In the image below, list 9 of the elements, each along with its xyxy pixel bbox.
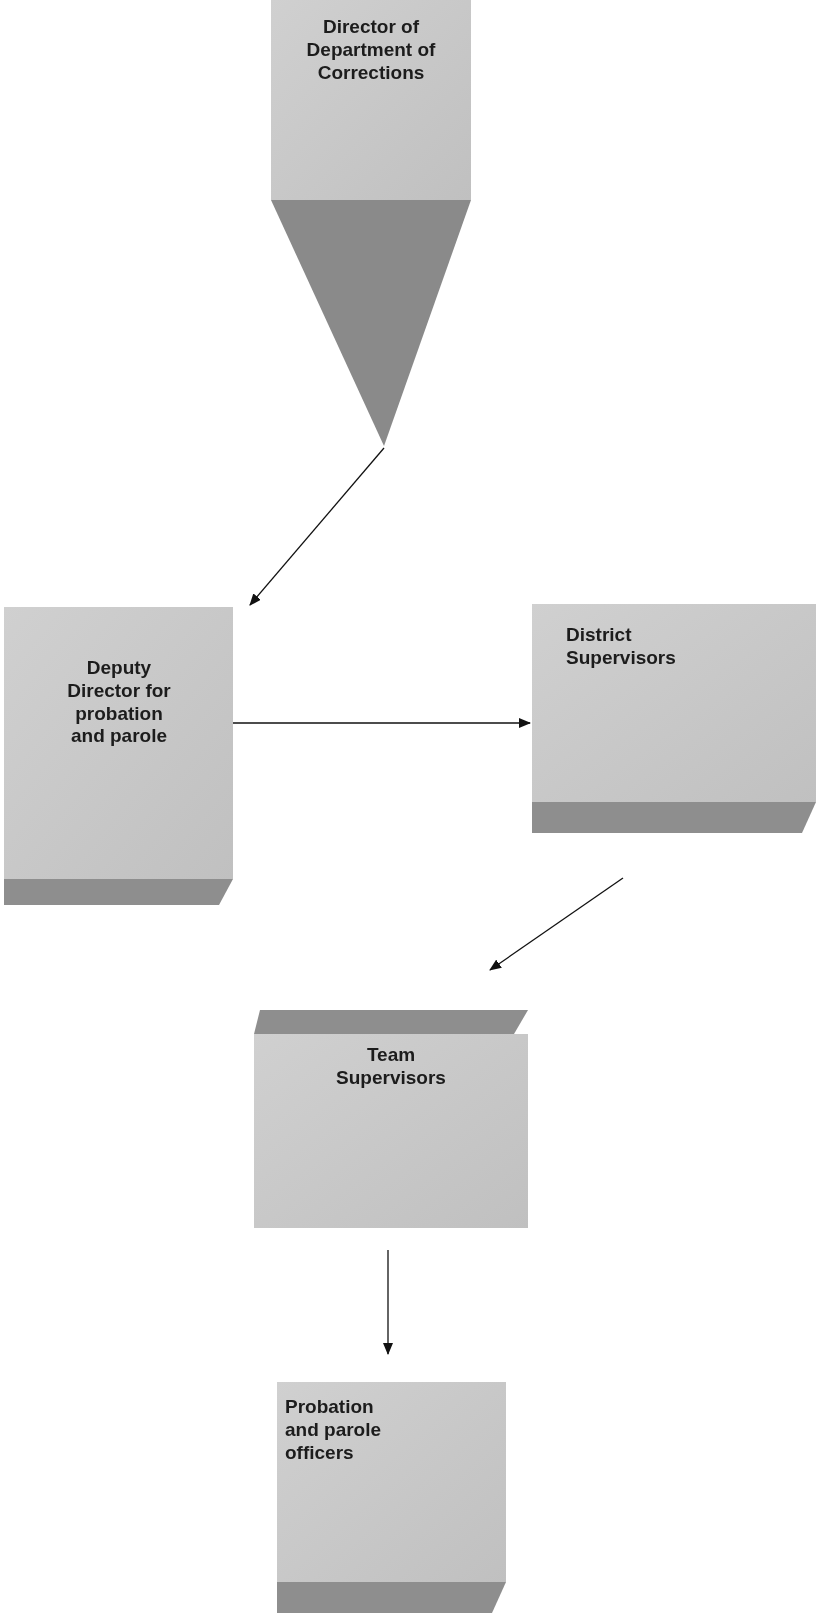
arrow	[249, 447, 385, 606]
node-label: Probation and parole officers	[285, 1396, 383, 1465]
node-label: Team Supervisors	[335, 1044, 447, 1090]
arrow	[489, 877, 624, 971]
node-label: District Supervisors	[566, 624, 677, 670]
node-label: Director of Department of Corrections	[305, 16, 437, 85]
node-label: Deputy Director for probation and parole	[66, 657, 172, 749]
arrow	[232, 718, 531, 728]
arrow	[383, 1249, 393, 1355]
